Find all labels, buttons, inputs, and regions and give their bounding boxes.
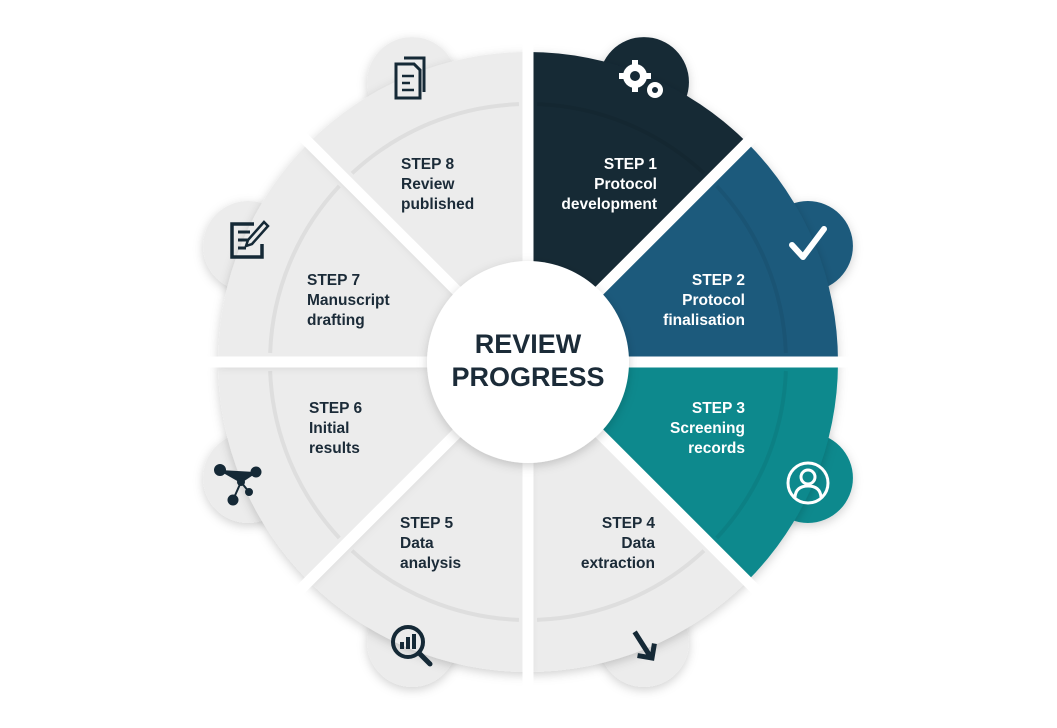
segment-inner-band xyxy=(268,184,341,354)
step-3-segment xyxy=(598,362,839,582)
step-6-label: STEP 6 Initial results xyxy=(309,399,469,459)
step-number: STEP 5 xyxy=(400,515,454,532)
user-circle-icon xyxy=(786,461,830,505)
segment-inner-band xyxy=(536,102,706,175)
step-8-segment xyxy=(308,52,528,292)
step-5-segment xyxy=(308,432,528,672)
title-line-1: REVIEW xyxy=(474,329,582,359)
step-1-label: STEP 1 Protocol development xyxy=(497,155,657,215)
documents-icon xyxy=(394,56,426,100)
step-4-label: STEP 4 Data extraction xyxy=(495,514,655,574)
step-title: Screening xyxy=(670,420,745,437)
step-number: STEP 7 xyxy=(307,272,361,289)
step-title: Protocol xyxy=(594,176,657,193)
step-1-segment xyxy=(528,52,748,292)
title-line-2: PROGRESS xyxy=(451,362,605,392)
network-nodes-icon xyxy=(214,464,262,506)
edit-document-icon xyxy=(230,220,270,259)
step-title: Protocol xyxy=(682,292,745,309)
step-title: development xyxy=(561,196,657,213)
step-title: Initial xyxy=(309,420,350,437)
step-number: STEP 2 xyxy=(691,272,745,289)
step-4-segment xyxy=(528,432,748,672)
step-title: Data xyxy=(621,535,655,552)
step-number: STEP 4 xyxy=(601,515,655,532)
segment-inner-band xyxy=(715,370,788,540)
step-7-segment xyxy=(218,142,458,362)
step-6-segment xyxy=(218,362,458,582)
step-7-label: STEP 7 Manuscript drafting xyxy=(307,271,467,331)
step-2-segment xyxy=(598,142,839,362)
step-title: finalisation xyxy=(663,312,745,329)
step-title: Data xyxy=(400,535,434,552)
step-number: STEP 1 xyxy=(603,156,657,173)
step-number: STEP 6 xyxy=(309,400,363,417)
step-number: STEP 8 xyxy=(401,156,455,173)
step-title: Manuscript xyxy=(307,292,390,309)
step-title: analysis xyxy=(400,555,462,572)
step-3-label: STEP 3 Screening records xyxy=(585,399,745,459)
checkmark-icon xyxy=(789,226,827,260)
segment-inner-band xyxy=(268,370,341,540)
magnifier-chart-icon xyxy=(391,625,433,667)
step-8-label: STEP 8 Review published xyxy=(401,155,561,215)
step-number: STEP 3 xyxy=(691,400,745,417)
segment-inner-band xyxy=(350,549,520,622)
segment-inner-band xyxy=(715,184,788,354)
center-circle xyxy=(427,261,629,463)
arrow-down-right-icon xyxy=(632,630,657,661)
step-title: records xyxy=(688,440,745,457)
step-title: extraction xyxy=(580,555,655,572)
step-title: published xyxy=(401,196,475,213)
step-title: results xyxy=(309,440,360,457)
center-title: REVIEW PROGRESS xyxy=(428,328,628,394)
step-title: Review xyxy=(401,176,455,193)
step-5-label: STEP 5 Data analysis xyxy=(400,514,560,574)
step-title: drafting xyxy=(307,312,365,329)
segment-inner-band xyxy=(536,549,706,622)
step-2-label: STEP 2 Protocol finalisation xyxy=(585,271,745,331)
segment-inner-band xyxy=(350,102,520,175)
gears-icon xyxy=(619,60,663,98)
